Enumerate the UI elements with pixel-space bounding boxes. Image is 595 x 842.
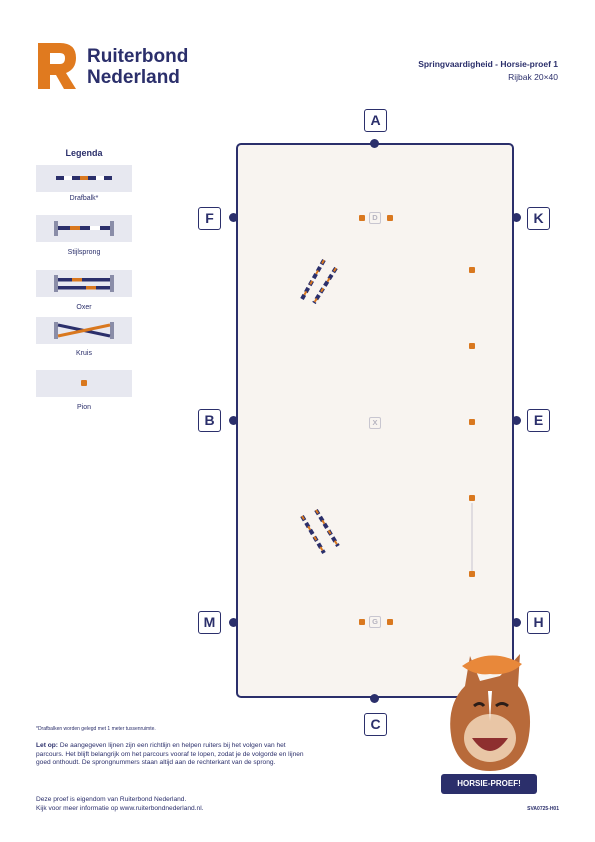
- document-header: Springvaardigheid - Horsie-proef 1 Rijba…: [418, 58, 558, 84]
- ownership-text: Deze proef is eigendom van Ruiterbond Ne…: [36, 796, 204, 813]
- letop-text: De aangegeven lijnen zijn een richtlijn …: [36, 742, 304, 767]
- arena-letter-c: C: [364, 713, 387, 736]
- arena-letter-f: F: [198, 207, 221, 230]
- trot-pole-note: *Drafbalken worden gelegd met 1 meter tu…: [36, 726, 156, 732]
- letter-marker-dot: [370, 139, 379, 148]
- legend-oxer: [36, 270, 132, 297]
- cone-icon: [81, 380, 87, 386]
- cone: [359, 215, 365, 221]
- legend-label: Oxer: [76, 304, 92, 311]
- letter-marker-dot: [229, 618, 238, 627]
- arena-marker-d: D: [369, 212, 381, 224]
- cross-jump-icon: [54, 322, 114, 339]
- letop-label: Let op:: [36, 742, 58, 749]
- legend-label: Drafbalk*: [69, 195, 99, 202]
- oxer-icon: [54, 275, 114, 292]
- arena-letter-a: A: [364, 109, 387, 132]
- brand-line-2: Nederland: [87, 67, 180, 88]
- arena-marker-g: G: [369, 616, 381, 628]
- cone: [359, 619, 365, 625]
- arena: [236, 143, 514, 698]
- trot-poles-upper: [300, 259, 338, 305]
- cone: [469, 343, 475, 349]
- legend-title: Legenda: [65, 148, 103, 158]
- brand-name: Ruiterbond Nederland: [87, 46, 188, 88]
- arena-letter-e: E: [527, 409, 550, 432]
- legend-trot-pole: [36, 165, 132, 192]
- owner-line-2: Kijk voor meer informatie op www.ruiterb…: [36, 804, 204, 812]
- arena-marker-x: X: [369, 417, 381, 429]
- legend-label: Stijlsprong: [67, 249, 101, 256]
- brand-line-1: Ruiterbond: [87, 46, 189, 67]
- legend-cross: [36, 317, 132, 344]
- cone: [469, 419, 475, 425]
- letter-marker-dot: [512, 618, 521, 627]
- arena-size: Rijbak 20×40: [508, 72, 558, 82]
- arena-course: [300, 259, 473, 571]
- arena-letter-k: K: [527, 207, 550, 230]
- trot-poles-lower: [300, 508, 340, 555]
- letter-marker-dot: [229, 416, 238, 425]
- legend-cone: [36, 370, 132, 397]
- arena-letter-m: M: [198, 611, 221, 634]
- vertical-jump-icon: [54, 221, 114, 236]
- horse-mascot-icon: [450, 654, 531, 771]
- letter-marker-dot: [512, 416, 521, 425]
- letter-marker-dot: [370, 694, 379, 703]
- test-title: Springvaardigheid - Horsie-proef 1: [418, 59, 558, 69]
- horsie-proef-badge: HORSIE-PROEF!: [441, 774, 537, 794]
- ruiterbond-logo-icon: [38, 43, 76, 89]
- legend-vertical: [36, 215, 132, 242]
- cone: [387, 215, 393, 221]
- legend-label: Kruis: [76, 350, 92, 357]
- letter-marker-dot: [512, 213, 521, 222]
- cone: [469, 571, 475, 577]
- owner-line-1: Deze proef is eigendom van Ruiterbond Ne…: [36, 796, 187, 803]
- document-code: SVA0725-H01: [527, 806, 559, 812]
- cone: [469, 267, 475, 273]
- cone: [387, 619, 393, 625]
- letter-marker-dot: [229, 213, 238, 222]
- arena-letter-h: H: [527, 611, 550, 634]
- trot-pole-icon: [56, 176, 112, 180]
- arena-letter-b: B: [198, 409, 221, 432]
- letop-paragraph: Let op: De aangegeven lijnen zijn een ri…: [36, 742, 308, 768]
- legend-label: Pion: [76, 404, 91, 411]
- cone: [469, 495, 475, 501]
